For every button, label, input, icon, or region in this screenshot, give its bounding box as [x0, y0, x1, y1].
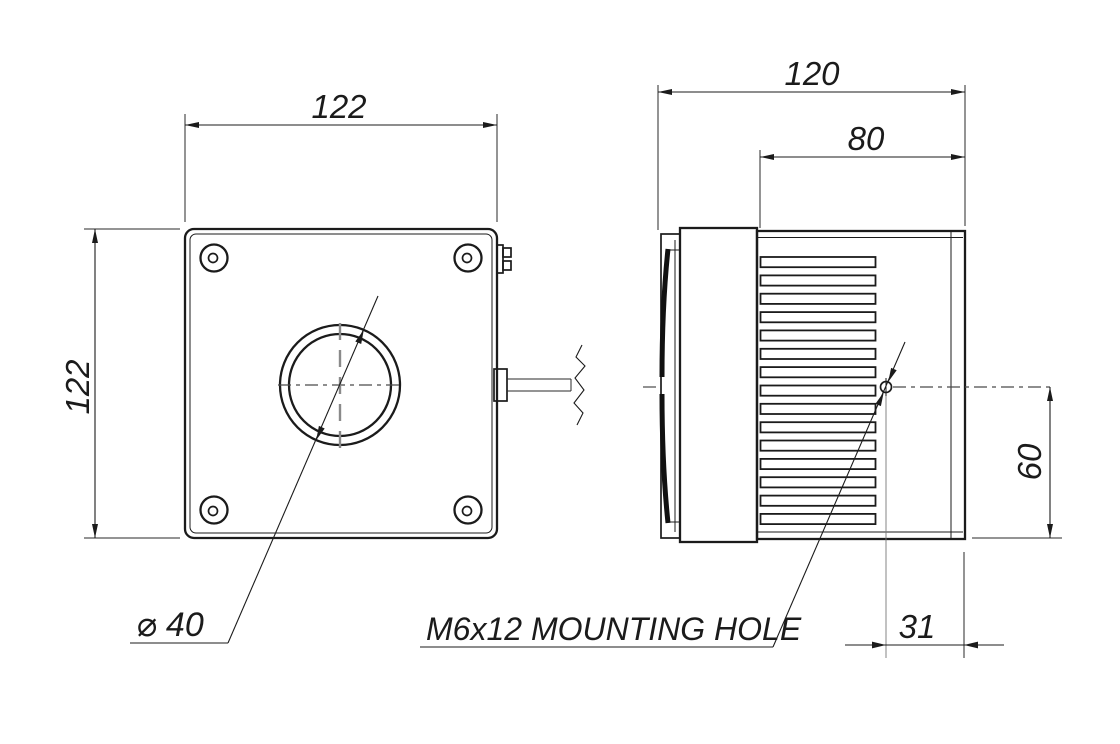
lens-edge-upper — [659, 248, 671, 378]
leader-arrow-top — [355, 329, 364, 344]
note-mounting-hole: M6x12 MOUNTING HOLE — [420, 341, 906, 648]
fin-slot — [759, 311, 877, 324]
heatsink-width-label: 80 — [848, 120, 885, 157]
arrow-left — [872, 641, 886, 649]
fin-slot — [759, 366, 877, 379]
corner-screw-top-right — [453, 243, 483, 273]
dim-heatsink-width: 80 — [759, 120, 965, 228]
front-body-outline — [183, 227, 499, 540]
dim-side-overall-width: 120 — [657, 55, 966, 230]
fin-slot — [759, 402, 877, 415]
fin-slot — [759, 274, 877, 287]
heatsink-fins — [759, 256, 877, 526]
dim-hole-height: 60 — [972, 387, 1062, 539]
center-hole-dim-label: ⌀ 40 — [136, 606, 204, 644]
lens-edge-lower — [659, 393, 671, 524]
fin-slot — [759, 494, 877, 507]
corner-screw-bottom-right — [453, 495, 483, 525]
front-width-label: 122 — [311, 88, 366, 125]
fin-slot — [759, 439, 877, 452]
cable-break-symbol — [573, 344, 586, 426]
heatsink-body — [755, 229, 967, 541]
mounting-hole-note-label: M6x12 MOUNTING HOLE — [426, 611, 802, 647]
leader-arrow-lower — [875, 392, 884, 407]
fin-slot — [759, 457, 877, 470]
hole-height-label: 60 — [1011, 443, 1048, 480]
front-height-label: 122 — [59, 359, 96, 414]
connector-body — [493, 368, 508, 402]
front-section — [678, 226, 759, 544]
corner-screw-top-left — [199, 243, 229, 273]
hole-offset-label: 31 — [899, 608, 936, 645]
front-body-inner-edge — [189, 233, 493, 534]
dim-front-height: 122 — [59, 228, 180, 539]
leader-arrow-upper — [888, 367, 897, 382]
fin-slot — [759, 347, 877, 360]
fin-slot — [759, 384, 877, 397]
cable-connector — [493, 344, 586, 426]
mounting-hole — [879, 378, 1052, 396]
side-latch-tab — [496, 244, 512, 274]
side-view: M6x12 MOUNTING HOLE 120 80 60 — [420, 55, 1062, 658]
dim-center-hole-diameter: ⌀ 40 — [130, 295, 379, 644]
dim-front-width: 122 — [184, 88, 498, 222]
leader-line — [772, 341, 906, 648]
fin-slot — [759, 256, 877, 269]
leader-arrow-bottom — [316, 425, 325, 441]
fin-slot — [759, 476, 877, 489]
fin-slot — [759, 421, 877, 434]
fin-slot — [759, 329, 877, 342]
fin-slot — [759, 292, 877, 305]
corner-screw-bottom-left — [199, 495, 229, 525]
dim-hole-offset: 31 — [845, 396, 1004, 658]
leader-line — [227, 295, 379, 644]
arrow-right — [964, 641, 978, 649]
side-overall-width-label: 120 — [784, 55, 840, 92]
fin-slot — [759, 513, 877, 526]
front-view: ⌀ 40 122 122 — [59, 88, 586, 644]
